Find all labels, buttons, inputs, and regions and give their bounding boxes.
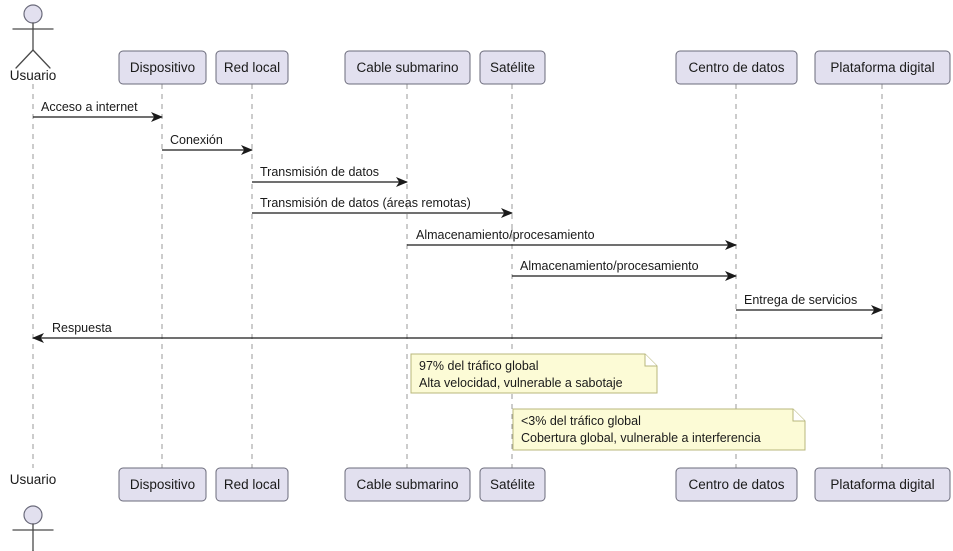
participant-label: Plataforma digital	[830, 477, 934, 492]
participant-red-local-bottom[interactable]: Red local	[215, 467, 289, 502]
participant-label: Dispositivo	[130, 60, 195, 75]
participant-centro-de-datos-bottom[interactable]: Centro de datos	[675, 467, 798, 502]
note-body	[512, 408, 806, 451]
note-line: Alta velocidad, vulnerable a sabotaje	[419, 376, 623, 390]
participant-label: Dispositivo	[130, 477, 195, 492]
participant-label: Satélite	[490, 477, 535, 492]
message-m3[interactable]: Transmisión de datos	[252, 165, 408, 187]
participant-label: Centro de datos	[688, 60, 784, 75]
participant-box	[344, 467, 471, 502]
participant-label: Plataforma digital	[830, 60, 934, 75]
message-m2[interactable]: Conexión	[162, 133, 253, 155]
actor-bottom[interactable]: Usuario	[10, 472, 57, 551]
message-label: Conexión	[170, 133, 223, 147]
message-m6[interactable]: Almacenamiento/procesamiento	[512, 259, 737, 281]
actor-leg-right	[32, 49, 51, 69]
message-label: Acceso a internet	[41, 100, 138, 114]
actor-top[interactable]: Usuario	[10, 4, 57, 83]
message-m5[interactable]: Almacenamiento/procesamiento	[407, 228, 737, 250]
message-label: Almacenamiento/procesamiento	[520, 259, 699, 273]
note-line: 97% del tráfico global	[419, 359, 539, 373]
participant-label: Cable submarino	[356, 477, 458, 492]
message-label: Almacenamiento/procesamiento	[416, 228, 595, 242]
participant-box	[479, 50, 546, 85]
note-fold-corner	[792, 409, 805, 422]
participant-box	[814, 50, 951, 85]
participant-centro-de-datos-top[interactable]: Centro de datos	[675, 50, 798, 85]
message-label: Entrega de servicios	[744, 293, 857, 307]
participant-dispositivo-bottom[interactable]: Dispositivo	[118, 467, 207, 502]
participant-label: Satélite	[490, 60, 535, 75]
actor-label-bottom: Usuario	[10, 472, 57, 487]
participant-box	[215, 467, 289, 502]
participant-label: Red local	[224, 477, 280, 492]
note-body	[410, 353, 658, 394]
participant-cable-submarino-top[interactable]: Cable submarino	[344, 50, 471, 85]
participant-red-local-top[interactable]: Red local	[215, 50, 289, 85]
actor-label-top: Usuario	[10, 68, 57, 83]
participant-satelite-top[interactable]: Satélite	[479, 50, 546, 85]
participant-box	[118, 467, 207, 502]
participant-cable-submarino-bottom[interactable]: Cable submarino	[344, 467, 471, 502]
message-label: Respuesta	[52, 321, 112, 335]
participant-box	[118, 50, 207, 85]
participant-plataforma-digital-top[interactable]: Plataforma digital	[814, 50, 951, 85]
participant-label: Centro de datos	[688, 477, 784, 492]
message-m8[interactable]: Respuesta	[32, 321, 882, 343]
participant-satelite-bottom[interactable]: Satélite	[479, 467, 546, 502]
actor-leg-left	[15, 49, 34, 69]
participant-box	[675, 50, 798, 85]
participant-box	[675, 467, 798, 502]
message-m7[interactable]: Entrega de servicios	[736, 293, 883, 315]
participant-box	[344, 50, 471, 85]
note-fold-corner	[644, 354, 657, 367]
message-label: Transmisión de datos (áreas remotas)	[260, 196, 471, 210]
participant-label: Cable submarino	[356, 60, 458, 75]
participant-dispositivo-top[interactable]: Dispositivo	[118, 50, 207, 85]
note-line: Cobertura global, vulnerable a interfere…	[521, 431, 761, 445]
participant-label: Red local	[224, 60, 280, 75]
participant-box	[814, 467, 951, 502]
note-line: <3% del tráfico global	[521, 414, 641, 428]
participant-box	[215, 50, 289, 85]
participant-box	[479, 467, 546, 502]
actor-head-icon	[23, 4, 43, 24]
message-m4[interactable]: Transmisión de datos (áreas remotas)	[252, 196, 513, 218]
participant-plataforma-digital-bottom[interactable]: Plataforma digital	[814, 467, 951, 502]
message-label: Transmisión de datos	[260, 165, 379, 179]
actor-head-icon	[23, 505, 43, 525]
message-m1[interactable]: Acceso a internet	[33, 100, 163, 122]
